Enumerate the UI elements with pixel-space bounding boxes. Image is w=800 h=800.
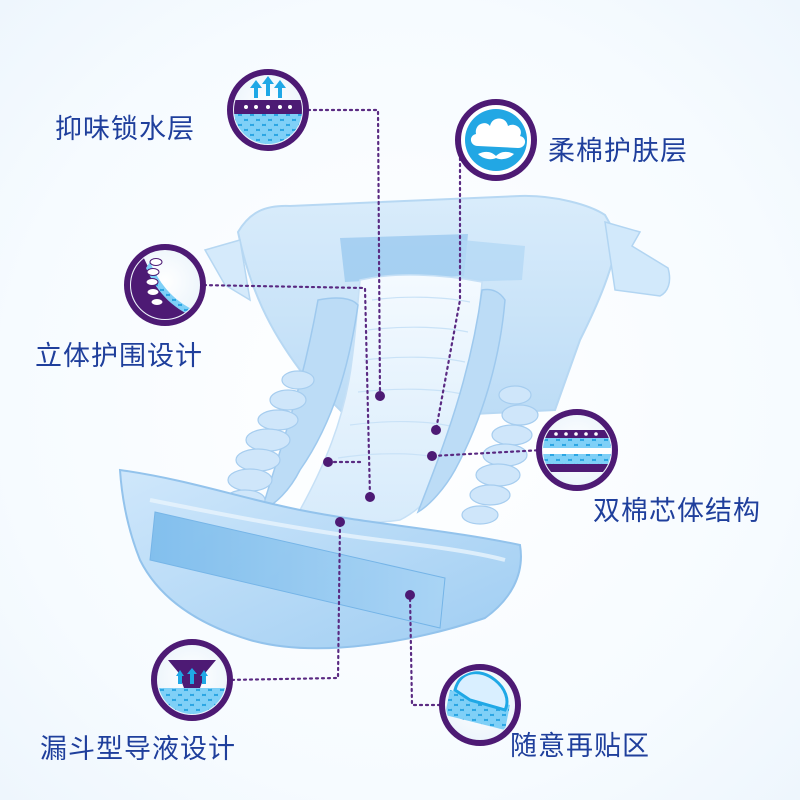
back-tape-strip [340,234,468,282]
feature-label-absorb-layer: 抑味锁水层 [55,114,195,145]
left-side-tab [203,239,252,302]
feature-label-refasten-zone: 随意再贴区 [510,731,650,762]
leader-dots [323,391,441,600]
front-landing-zone [149,511,446,629]
leader-line-1 [434,138,462,432]
feature-label-funnel-design: 漏斗型导液设计 [40,734,236,765]
feature-label-leak-guard: 立体护围设计 [35,341,203,372]
leader-line-5 [224,520,342,682]
double-core-icon [536,409,618,491]
leader-line-0 [300,108,382,398]
refasten-tape-icon [439,664,521,746]
cotton-cloud-icon [455,99,537,181]
funnel-channel-icon [151,639,233,721]
absorb-layer-icon [227,69,309,151]
leak-guard-icon [124,244,206,326]
feature-label-double-core: 双棉芯体结构 [593,496,761,527]
right-leg-ruffles [461,385,539,525]
feature-label-cotton-layer: 柔棉护肤层 [548,136,688,167]
absorbent-core [298,274,483,523]
leader-line-3 [430,448,545,458]
leader-line-4 [408,593,448,707]
leader-lines [196,108,545,707]
right-side-tab [604,220,671,297]
leader-line-2 [196,283,372,499]
